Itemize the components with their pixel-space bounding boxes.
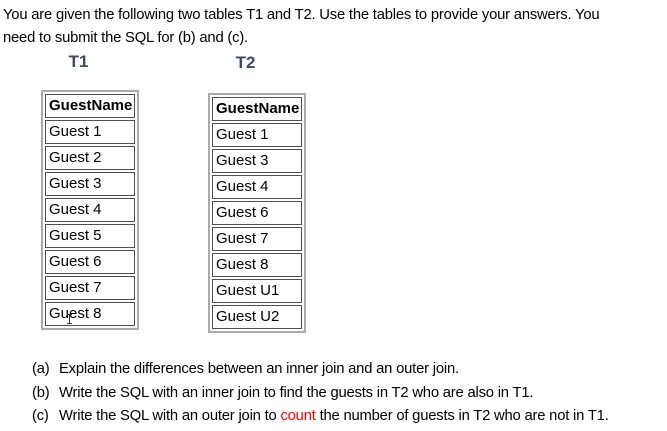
table-cell: Guest U2 [212, 305, 303, 329]
table-cell: Guest 7 [212, 227, 303, 251]
table-cell: Guest 7 [45, 276, 136, 300]
table-cell: Guest 4 [212, 175, 303, 199]
table-row: Guest 7 [212, 227, 303, 251]
questions-list: (a) Explain the differences between an i… [32, 358, 609, 429]
table-cell: Guest 2 [45, 146, 136, 170]
highlighted-word: count [280, 408, 316, 424]
table-row: Guest U1 [212, 279, 303, 303]
intro-paragraph: You are given the following two tables T… [3, 4, 600, 50]
table-cell: Guest 3 [212, 149, 303, 173]
question-label: (c) [32, 408, 49, 424]
table-row: Guest 5 [45, 224, 136, 248]
table-title-t2: T2 [235, 53, 256, 72]
table-row: Guest 6 [45, 250, 136, 274]
text-cursor-icon [66, 314, 73, 324]
question-b: (b) Write the SQL with an inner join to … [32, 382, 609, 406]
question-text: Explain the differences between an inner… [59, 361, 459, 377]
table-cell: Guest 4 [45, 198, 136, 222]
table-t2: GuestName Guest 1 Guest 3 Guest 4 Guest … [208, 93, 307, 333]
intro-line-1: You are given the following two tables T… [3, 7, 600, 23]
question-a: (a) Explain the differences between an i… [32, 358, 609, 382]
table-cell: Guest 1 [45, 120, 136, 144]
table-row: Guest 1 [45, 120, 136, 144]
table-row: Guest 7 [45, 276, 136, 300]
question-text-before: Write the SQL with an outer join to [59, 408, 281, 424]
question-c: (c) Write the SQL with an outer join to … [32, 405, 609, 429]
table-row: Guest 2 [45, 146, 136, 170]
table-cell: Guest 6 [212, 201, 303, 225]
table-row: Guest 8 [212, 253, 303, 277]
table-row: Guest 6 [212, 201, 303, 225]
table-row: GuestName [45, 94, 136, 118]
table-row: Guest U2 [212, 305, 303, 329]
intro-line-2: need to submit the SQL for (b) and (c). [3, 30, 248, 46]
question-text: Write the SQL with an inner join to find… [59, 384, 534, 401]
table-t1: GuestName Guest 1 Guest 2 Guest 3 Guest … [41, 90, 140, 330]
table-title-t1: T1 [68, 52, 89, 71]
question-text: Write the SQL with an outer join to coun… [59, 405, 609, 429]
table-row: Guest 3 [45, 172, 136, 196]
table-row: Guest 4 [45, 198, 136, 222]
table-row: Guest 8 [45, 302, 136, 326]
table-cell: Guest 3 [45, 172, 136, 196]
table-cell: Guest 8 [45, 302, 136, 326]
table-cell: Guest 8 [212, 253, 303, 277]
table-cell: Guest U1 [212, 279, 303, 303]
table-row: Guest 3 [212, 149, 303, 173]
question-label: (b) [32, 384, 50, 401]
question-text-after: the number of guests in T2 who are not i… [315, 408, 609, 424]
table-row: Guest 4 [212, 175, 303, 199]
table-cell: Guest 6 [45, 250, 136, 274]
table-header-cell: GuestName [45, 94, 136, 118]
table-row: GuestName [212, 97, 303, 121]
question-label: (a) [32, 361, 50, 377]
table-cell: Guest 1 [212, 123, 303, 147]
table-header-cell: GuestName [212, 97, 303, 121]
table-row: Guest 1 [212, 123, 303, 147]
table-cell: Guest 5 [45, 224, 136, 248]
